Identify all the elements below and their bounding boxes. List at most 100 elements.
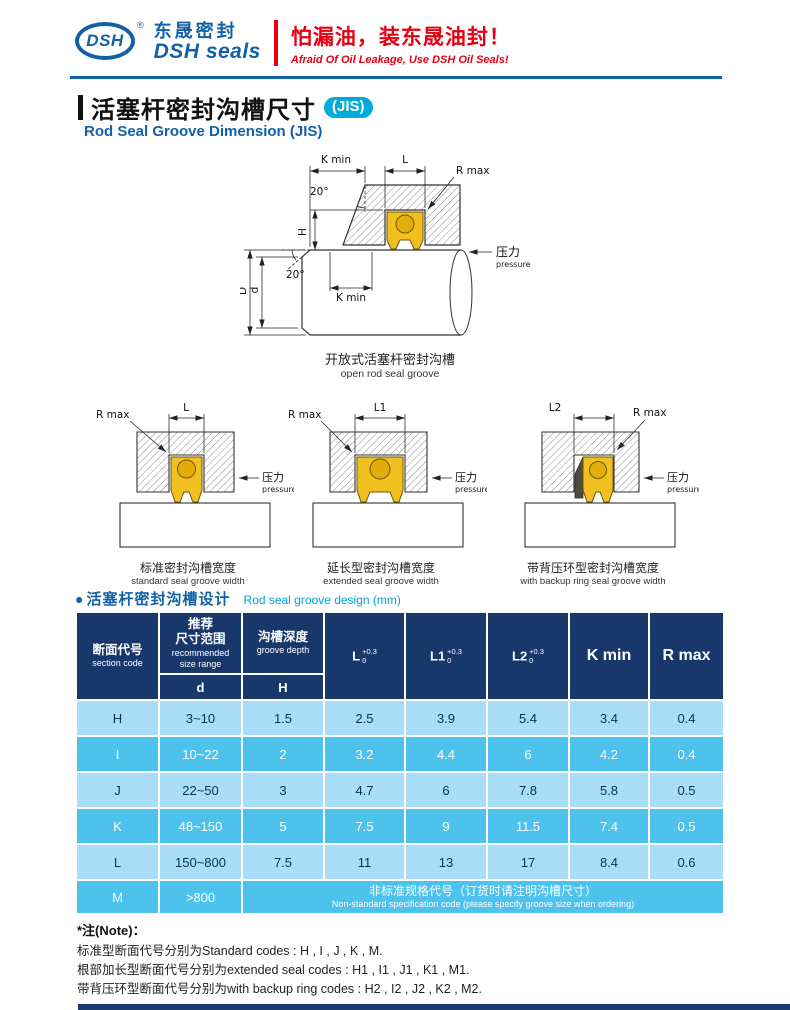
h-dim-label: H [297,228,309,236]
table-cell: H [75,699,160,737]
caption-en: open rod seal groove [340,368,440,380]
table-cell: 48~150 [158,807,243,845]
pressure-label-cn: 压力 [667,471,689,484]
groove-width-label: L1 [374,402,387,414]
table-cell: 3.9 [404,699,488,737]
brand-name-en: DSH seals [153,40,261,64]
rod [524,502,676,548]
table-cell: 3~10 [158,699,243,737]
section-heading: ● 活塞杆密封沟槽设计 Rod seal groove design (mm) [75,588,401,609]
tol-lower: 0 [447,656,452,665]
table-row-nonstandard: M >800 非标准规格代号（订货时请注明沟槽尺寸） Non-standard … [75,879,725,915]
nonstandard-note-en: Non-standard specification code (please … [331,899,635,910]
table-cell: 4.4 [404,735,488,773]
table-cell: 10~22 [158,735,243,773]
open-groove-diagram: K min L R max 20° H D [237,150,540,380]
dsh-logo-oval: DSH [75,21,135,60]
table-row: J 22~50 3 4.7 6 7.8 5.8 0.5 [75,771,725,809]
seal-cross-section [582,456,614,503]
table-cell: 11 [323,843,406,881]
col-k-min: K min [568,611,650,701]
groove-design-table: 断面代号 section code 推荐 尺寸范围 recommended si… [75,611,725,915]
table-cell: 4.7 [323,771,406,809]
slogan-cn: 怕漏油，装东晟油封！ [290,25,511,49]
groove-table: 断面代号 section code 推荐 尺寸范围 recommended si… [75,611,725,915]
table-cell: 4.2 [568,735,650,773]
col-r-max: R max [648,611,725,701]
table-cell: 22~50 [158,771,243,809]
angle-chamfer-label: 20° [286,269,305,281]
header-en: groove depth [256,645,310,656]
k-min-top-label: K min [321,154,351,166]
o-ring [589,461,607,479]
header-cn: 沟槽深度 [257,629,308,644]
table-cell: 0.5 [648,771,725,809]
caption-cn: 带背压环型密封沟槽宽度 [526,561,659,575]
table-cell: 7.4 [568,807,650,845]
seal-cross-section [356,456,404,503]
r-max-label: R max [288,409,322,421]
table-cell: 6 [404,771,488,809]
caption-en: standard seal groove width [131,576,245,587]
table-cell: 6 [486,735,570,773]
footer-bar [78,1004,790,1010]
brand-text: 东晟密封 DSH seals [153,21,261,64]
extended-groove-drawing: L1 R max 压力 pressure [288,402,490,548]
r-max-label: R max [633,407,667,419]
tol-lower: 0 [529,656,534,665]
page-header: DSH ® 东晟密封 DSH seals 怕漏油，装东晟油封！ Afraid O… [75,20,511,66]
caption-en: extended seal groove width [323,576,439,587]
extended-groove-diagram: L1 R max 压力 pressure 延长型密封沟槽宽度 extended … [275,400,490,587]
table-subheader-row: d H [76,673,724,701]
header-rule [70,76,722,79]
dimension-annotations: L1 R max 压力 pressure [288,402,490,494]
table-cell: 3.2 [323,735,406,773]
table-cell: 3.4 [568,699,650,737]
footnote-line: 标准型断面代号分别为Standard codes : H , I , J , K… [77,944,383,958]
dimension-annotations: L R max 压力 pressure [96,402,297,494]
table-cell: 8.4 [568,843,650,881]
title-accent-bar [78,95,83,120]
tol-upper: +0.3 [447,646,462,656]
seal-cross-section [170,456,203,503]
r-max-label: R max [96,409,130,421]
page-title-en: Rod Seal Groove Dimension (JIS) [84,123,323,140]
table-header-row: 断面代号 section code 推荐 尺寸范围 recommended si… [75,611,725,701]
table-cell: 17 [486,843,570,881]
pressure-label-cn: 压力 [496,245,520,259]
pressure-label-en: pressure [455,485,487,494]
rod [301,249,473,336]
dimension-annotations: K min L R max 20° H D [237,154,531,336]
footnotes: *注(Note)： 标准型断面代号分别为Standard codes : H ,… [77,920,482,998]
backup-ring-groove-drawing: L2 R max 压力 pressure [524,402,702,548]
table-cell: J [75,771,160,809]
dsh-logo-text: DSH [86,30,124,50]
extended-diagram-caption: 延长型密封沟槽宽度 extended seal groove width [275,559,487,587]
o-ring [395,214,415,234]
table-cell: M [75,879,160,915]
table-cell: 0.5 [648,807,725,845]
table-cell: K [75,807,160,845]
groove-width-label: L2 [549,402,562,414]
section-heading-en: Rod seal groove design (mm) [243,593,401,607]
dim-symbol: L2 [512,648,528,664]
dimension-annotations: L2 R max 压力 pressure [549,402,702,494]
table-cell: 13 [404,843,488,881]
r-max-label: R max [456,165,490,177]
table-row: I 10~22 2 3.2 4.4 6 4.2 0.4 [75,735,725,773]
table-cell: 7.5 [323,807,406,845]
pressure-label-en: pressure [667,485,699,494]
header-en: section code [92,658,143,669]
table-cell: L [75,843,160,881]
standard-diagram-caption: 标准密封沟槽宽度 standard seal groove width [82,559,294,587]
angle-top-label: 20° [310,186,329,198]
table-cell: 11.5 [486,807,570,845]
header-cn: 推荐 [187,616,213,631]
backup-ring-diagram-caption: 带背压环型密封沟槽宽度 with backup ring seal groove… [487,559,699,587]
rod [119,502,271,548]
slogan-en: Afraid Of Oil Leakage, Use DSH Oil Seals… [290,53,509,66]
header-en: size range [179,658,222,669]
